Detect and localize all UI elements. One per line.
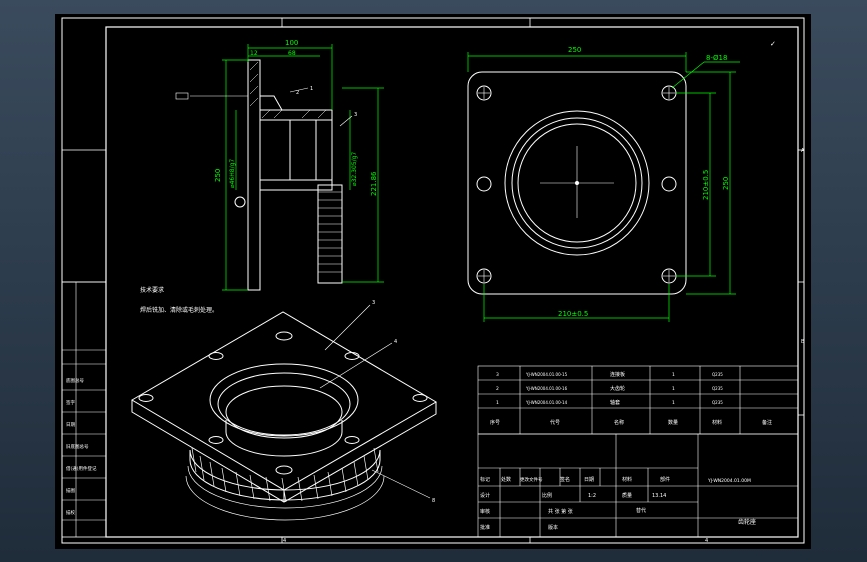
dim-dia-left: ⌀46H8/g7 [229,159,236,188]
tb-stage: 共 张 第 张 [548,508,573,515]
row2-no: 1 [496,400,499,406]
hdr-name: 名称 [614,419,624,426]
strip-item-4: 借(通)用件登记 [66,465,97,472]
callout-side-2: 2 [296,90,299,96]
dim-210-bottom: 210±0.5 [558,310,588,318]
sheet-background [55,14,811,549]
callout-iso-4: 4 [394,339,397,345]
dim-12: 12 [250,50,258,57]
hdr-mat: 材料 [712,419,722,426]
row1-name: 大齿轮 [610,385,625,392]
tb-approve: 批准 [480,524,490,531]
zone-label-b: B [801,339,805,345]
row0-qty: 1 [672,372,675,378]
side-dimensions [222,44,384,291]
row0-mat: Q235 [712,372,723,377]
side-section-view[interactable] [234,59,343,291]
tech-req-title: 技术要求 [140,286,164,294]
gear-teeth-side [318,191,342,273]
tb-designer: 设计 [480,492,490,499]
side-leaders [175,87,353,127]
dim-holes: 8-Ø18 [706,54,727,62]
zone-col-left: 4 [283,538,286,544]
dim-dia-right: ⌀32.305/g7 [351,152,358,186]
dim-210-right: 210±0.5 [702,170,710,200]
row0-no: 3 [496,372,499,378]
left-strip: 底图总号 签字 日期 旧底图总号 借(通)用件登记 描图 描校 [61,281,107,538]
tb-count: 处数 [501,476,511,483]
tb-scale: 1:2 [588,493,596,499]
row1-mat: Q235 [712,386,723,391]
row2-code: YJ-WN2004.01.00-14 [525,400,568,405]
row0-name: 连接板 [610,371,625,378]
dim-250-side: 250 [214,169,222,182]
tb-drawing-no: YJ-WN2004.01.00M [707,478,751,484]
row1-no: 2 [496,386,499,392]
tb-mark: 标记 [480,476,490,483]
strip-item-5: 描图 [66,487,75,494]
callout-iso-8: 8 [432,498,435,504]
dim-250-top: 250 [568,46,581,54]
row1-code: YJ-WN2004.01.00-16 [525,386,568,391]
strip-item-3: 旧底图总号 [66,443,89,450]
dim-250-right: 250 [722,177,730,190]
tech-req-line1: 焊后铣加、清除或毛刺处理。 [140,306,218,314]
tb-date: 日期 [584,477,594,483]
callout-iso-3: 3 [372,300,375,306]
row2-name: 轴套 [610,399,620,406]
tb-version: 版本 [548,524,558,531]
row2-mat: Q235 [712,400,723,405]
front-view[interactable] [467,71,687,295]
tb-part: 部件 [660,476,670,483]
outer-frame [61,17,805,544]
isometric-view[interactable] [131,311,437,521]
strip-item-6: 描校 [66,509,75,516]
strip-item-2: 日期 [66,422,75,428]
title-block [477,433,799,538]
hdr-note: 备注 [762,419,772,426]
zone-col-right: 4 [705,538,708,544]
gear-teeth-iso [185,447,385,521]
tb-material: 材料 [622,476,632,483]
dim-68: 68 [288,50,296,57]
iso-leaders [319,304,431,499]
tb-weight: 13.14 [652,493,666,499]
row1-qty: 1 [672,386,675,392]
callout-side-3: 3 [354,112,357,118]
strip-item-1: 签字 [66,399,75,406]
tb-check: 审核 [480,508,490,515]
tb-weight-label: 质量 [622,492,632,499]
tb-scale-label: 比例 [542,492,552,499]
row0-code: YJ-WN2004.01.00-15 [525,372,568,377]
dim-221: 221.86 [370,171,378,196]
strip-item-0: 底图总号 [66,377,84,384]
hdr-no: 序号 [490,419,500,426]
front-centerlines [478,87,675,282]
section-hatch [249,61,327,119]
tb-change: 更改文件号 [520,476,543,483]
tb-part-name: 齿轮座 [738,518,756,526]
zone-label-a: A [801,148,805,154]
tb-substitute: 替代 [636,507,646,514]
hdr-qty: 数量 [668,419,678,426]
callout-side-1: 1 [310,86,313,92]
parts-table [477,365,799,435]
hdr-code: 代号 [550,419,560,426]
tb-sign: 签名 [560,476,570,483]
dim-100: 100 [285,39,298,47]
roughness-mark: ✓ [770,40,776,48]
front-dimensions [467,52,740,322]
row2-qty: 1 [672,400,675,406]
